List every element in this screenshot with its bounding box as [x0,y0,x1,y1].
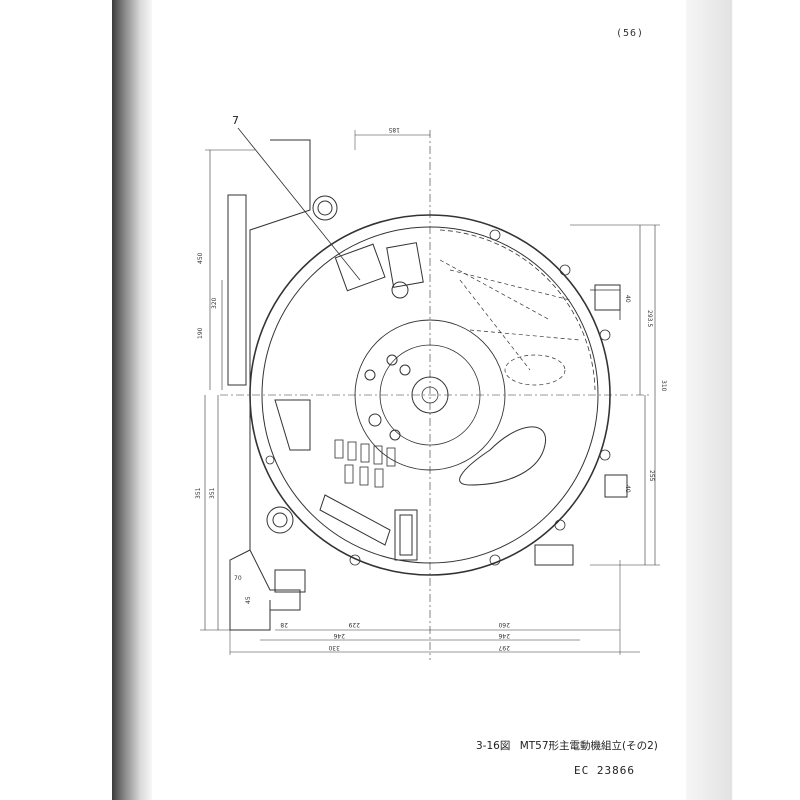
figure-title: MT57形主電動機組立(その2) [519,740,658,752]
dim-bottom-right-2: 246 [498,632,510,639]
ventilation-opening [459,426,546,486]
book-gutter-shadow [112,0,152,800]
page-number: (56) [616,28,645,39]
commutator-circle [354,319,506,471]
document-code: EC 23866 [574,764,635,777]
lower-lifting-eye [266,506,294,534]
dim-left-upper-small: 190 [197,327,204,339]
dim-top: 185 [388,126,400,133]
brush-holder-lower [394,509,418,561]
hub-circle [379,344,481,446]
dim-left-bottom: 45 [245,596,252,604]
housing-bolts [265,229,611,566]
brush-holder-upper [334,243,386,292]
commutator-bars [334,439,396,488]
dim-left-lower-inner: 351 [209,487,216,499]
dim-bottom-left-1: 229 [348,621,360,628]
dim-right-lower: 255 [648,470,655,482]
upper-lifting-eye [312,195,338,221]
left-page-edge [0,0,112,800]
dim-right-small-1: 40 [624,295,631,303]
dim-left-inner-upper: 320 [211,297,218,309]
dim-right-main: 310 [660,380,667,392]
left-mounting-plate [227,194,247,386]
shaft-circle [411,376,449,414]
housing-inner-circle [261,226,599,564]
figure-caption: 3-16図 MT57形主電動機組立(その2) [476,738,664,753]
right-page-edge [686,0,800,800]
dim-left-lower-outer: 351 [195,487,202,499]
motor-assembly-drawing: 7 185 450 320 190 351 351 45 70 293.5 31… [195,114,667,660]
right-lower-bracket [604,474,628,498]
callout-leader [237,127,361,281]
dim-bottom-left-small: 28 [280,621,288,628]
dim-bottom-left-3: 330 [328,644,340,651]
dim-bottom-right-3: 297 [498,644,510,651]
bottom-right-lug [534,544,574,566]
dim-bottom-right-1: 260 [498,621,510,628]
figure-number: 3-16図 [476,740,511,752]
dim-right-upper: 293.5 [646,310,653,327]
dim-bottom-left-2: 246 [333,632,345,639]
callout-label: 7 [232,114,239,127]
dim-left-bottom-small: 70 [234,575,242,582]
right-upper-bracket [594,284,621,311]
dim-left-outer: 450 [197,252,204,264]
dim-right-small-2: 40 [624,485,631,493]
